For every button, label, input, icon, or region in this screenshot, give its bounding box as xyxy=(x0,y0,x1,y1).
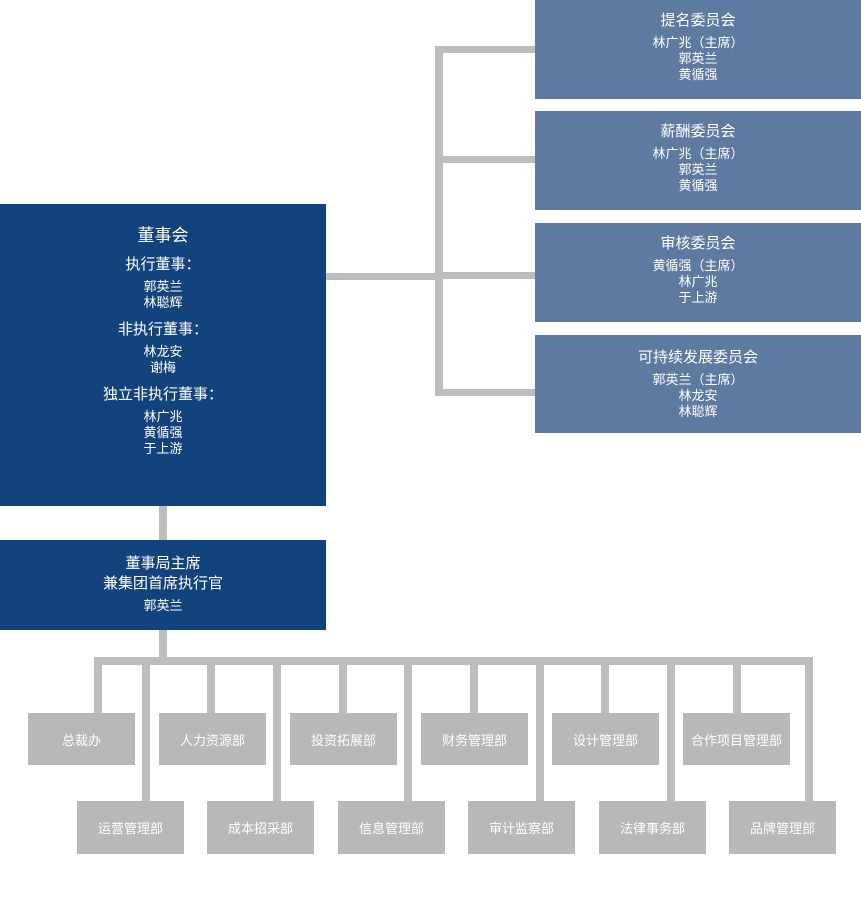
dept-finance: 财务管理部 xyxy=(421,713,528,765)
director-name: 谢梅 xyxy=(149,361,176,376)
connector-committee-trunk xyxy=(435,46,443,396)
sustainability-committee-box: 可持续发展委员会 郭英兰（主席） 林龙安 林聪辉 xyxy=(535,335,861,433)
connector-committee-4 xyxy=(435,389,535,396)
dept-cooperation-projects: 合作项目管理部 xyxy=(683,713,790,765)
connector-dept-top-4 xyxy=(470,657,478,713)
chairman-ceo-box: 董事局主席 兼集团首席执行官 郭英兰 xyxy=(0,540,326,630)
connector-dept-top-5 xyxy=(601,657,609,713)
committee-member: 于上游 xyxy=(678,291,718,306)
committee-name: 可持续发展委员会 xyxy=(637,348,758,366)
director-name: 林聪辉 xyxy=(143,296,183,311)
committee-member: 林广兆（主席） xyxy=(652,147,744,162)
connector-department-bus xyxy=(94,657,813,665)
dept-president-office: 总裁办 xyxy=(28,713,135,765)
committee-member: 林龙安 xyxy=(678,389,718,404)
independent-directors-list: 林广兆 黄循强 于上游 xyxy=(0,410,326,458)
connector-dept-bottom-3 xyxy=(404,657,412,801)
director-name: 黄循强 xyxy=(143,426,183,441)
connector-dept-bottom-5 xyxy=(667,657,675,801)
nomination-committee-box: 提名委员会 林广兆（主席） 郭英兰 黄循强 xyxy=(535,0,861,99)
committee-name: 薪酬委员会 xyxy=(660,122,736,140)
connector-dept-bottom-2 xyxy=(273,657,281,801)
committee-name: 审核委员会 xyxy=(660,234,736,252)
board-of-directors-box: 董事会 执行董事： 郭英兰 林聪辉 非执行董事： 林龙安 谢梅 独立非执行董事：… xyxy=(0,204,326,506)
dept-operations: 运营管理部 xyxy=(77,801,184,854)
committee-member: 黄循强 xyxy=(678,68,718,83)
committee-name: 提名委员会 xyxy=(660,11,736,29)
committee-member: 郭英兰（主席） xyxy=(652,373,744,388)
committee-member: 郭英兰 xyxy=(678,52,718,67)
connector-chairman-departments xyxy=(159,630,167,660)
director-name: 林广兆 xyxy=(143,410,183,425)
dept-audit-supervision: 审计监察部 xyxy=(468,801,575,854)
dept-human-resources: 人力资源部 xyxy=(159,713,266,765)
committee-member: 郭英兰 xyxy=(678,163,718,178)
connector-committee-2 xyxy=(435,156,535,163)
director-name: 郭英兰 xyxy=(143,280,183,295)
committee-member: 林广兆（主席） xyxy=(652,36,744,51)
committee-member: 黄循强 xyxy=(678,179,718,194)
connector-dept-top-1 xyxy=(94,657,102,713)
dept-cost-procurement: 成本招采部 xyxy=(207,801,314,854)
committee-member: 黄循强（主席） xyxy=(652,259,744,274)
executive-directors-heading: 执行董事： xyxy=(125,255,201,273)
dept-information: 信息管理部 xyxy=(338,801,445,854)
director-name: 林龙安 xyxy=(143,345,183,360)
non-executive-directors-heading: 非执行董事： xyxy=(117,320,208,338)
connector-dept-bottom-4 xyxy=(536,657,544,801)
independent-directors-heading: 独立非执行董事： xyxy=(102,385,223,403)
connector-dept-top-3 xyxy=(339,657,347,713)
dept-investment-expansion: 投资拓展部 xyxy=(290,713,397,765)
director-name: 于上游 xyxy=(143,442,183,457)
connector-board-committees xyxy=(326,273,441,280)
connector-dept-bottom-6 xyxy=(805,657,813,801)
chairman-title: 董事局主席 xyxy=(125,554,201,572)
dept-legal: 法律事务部 xyxy=(599,801,706,854)
board-title: 董事会 xyxy=(137,226,189,246)
connector-dept-bottom-1 xyxy=(142,657,150,801)
connector-dept-top-6 xyxy=(733,657,741,713)
committee-member: 林广兆 xyxy=(678,275,718,290)
connector-board-chairman xyxy=(159,506,167,540)
connector-committee-3 xyxy=(435,272,535,279)
dept-brand: 品牌管理部 xyxy=(729,801,836,854)
dept-design: 设计管理部 xyxy=(552,713,659,765)
non-executive-directors-list: 林龙安 谢梅 xyxy=(0,345,326,377)
connector-committee-1 xyxy=(435,46,535,53)
ceo-title: 兼集团首席执行官 xyxy=(102,574,223,592)
audit-committee-box: 审核委员会 黄循强（主席） 林广兆 于上游 xyxy=(535,223,861,322)
remuneration-committee-box: 薪酬委员会 林广兆（主席） 郭英兰 黄循强 xyxy=(535,111,861,210)
executive-directors-list: 郭英兰 林聪辉 xyxy=(0,280,326,312)
committee-member: 林聪辉 xyxy=(678,405,718,420)
connector-dept-top-2 xyxy=(207,657,215,713)
chairman-name: 郭英兰 xyxy=(143,599,183,614)
